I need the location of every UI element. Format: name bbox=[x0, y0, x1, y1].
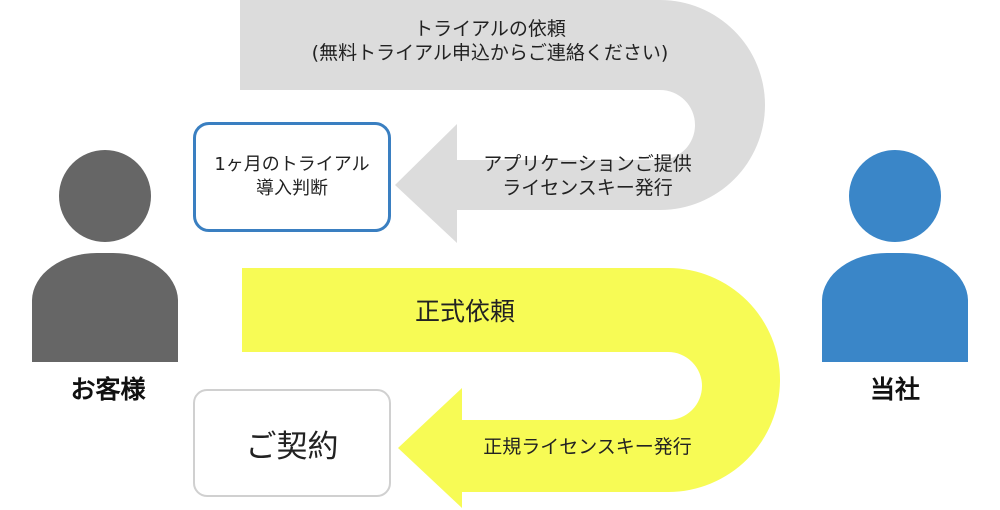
formal-request-text: 正式依頼 bbox=[414, 297, 515, 326]
customer-person-icon bbox=[32, 150, 178, 362]
trial-request-text: トライアルの依頼 (無料トライアル申込からご連絡ください) bbox=[290, 18, 690, 66]
trial-provide-text: アプリケーションご提供 ライセンスキー発行 bbox=[455, 153, 720, 201]
license-issue-text: 正規ライセンスキー発行 bbox=[483, 436, 692, 458]
trial-provide-line-2: ライセンスキー発行 bbox=[502, 176, 673, 199]
trial-provide-line-1: アプリケーションご提供 bbox=[483, 153, 692, 175]
trial-u-turn-arrow bbox=[240, 0, 765, 243]
contract-u-turn-arrow bbox=[242, 268, 780, 508]
contract-box-label: ご契約 bbox=[245, 428, 339, 465]
trial-request-line-2: (無料トライアル申込からご連絡ください) bbox=[311, 41, 669, 64]
trial-decision-box: 1ヶ月のトライアル 導入判断 bbox=[193, 122, 391, 232]
company-label: 当社 bbox=[869, 375, 920, 404]
trial-request-line-1: トライアルの依頼 bbox=[414, 18, 566, 40]
contract-box: ご契約 bbox=[193, 389, 391, 497]
trial-box-line-2: 導入判断 bbox=[256, 178, 328, 199]
customer-label: お客様 bbox=[70, 375, 146, 404]
trial-box-line-1: 1ヶ月のトライアル bbox=[214, 153, 370, 175]
company-person-icon bbox=[822, 150, 968, 362]
